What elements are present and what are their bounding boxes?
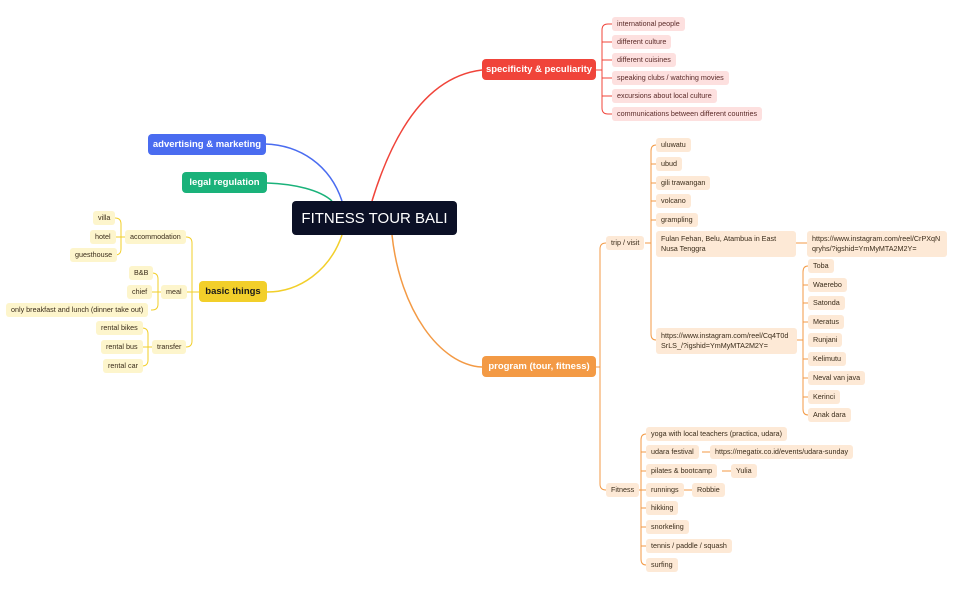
meal-item[interactable]: chief — [127, 285, 153, 299]
branch-basic — [266, 234, 343, 293]
destination-item[interactable]: Toba — [808, 259, 834, 273]
topic-advertising[interactable]: advertising & marketing — [148, 134, 266, 155]
basic-accommodation[interactable]: accommodation — [125, 230, 186, 244]
fitness-item[interactable]: pilates & bootcamp — [646, 464, 718, 478]
pilates-coach[interactable]: Yulia — [731, 464, 757, 478]
basic-meal[interactable]: meal — [161, 285, 187, 299]
destination-item[interactable]: Neval van java — [808, 371, 866, 385]
spec-item[interactable]: communications between different countri… — [612, 107, 763, 121]
fitness-item[interactable]: yoga with local teachers (practica, udar… — [646, 427, 788, 441]
trip-item[interactable]: ubud — [656, 157, 682, 171]
fitness-item[interactable]: udara festival — [646, 445, 699, 459]
trip-east-nusa[interactable]: Fulan Fehan, Belu, Atambua in East Nusa … — [656, 231, 796, 257]
meal-item[interactable]: only breakfast and lunch (dinner take ou… — [6, 303, 149, 317]
basic-transfer[interactable]: transfer — [152, 340, 187, 354]
destination-item[interactable]: Runjani — [808, 333, 843, 347]
destination-item[interactable]: Anak dara — [808, 408, 851, 422]
branch-legal — [266, 182, 333, 202]
trip-reel-link[interactable]: https://www.instagram.com/reel/Cq4T0dSrL… — [656, 328, 797, 354]
meal-item[interactable]: B&B — [129, 266, 154, 280]
branch-program — [391, 234, 483, 368]
runnings-coach[interactable]: Robbie — [692, 483, 725, 497]
fitness-item[interactable]: runnings — [646, 483, 684, 497]
trip-item[interactable]: grampling — [656, 213, 698, 227]
spec-item[interactable]: international people — [612, 17, 685, 31]
destination-item[interactable]: Waerebo — [808, 278, 847, 292]
east-nusa-link[interactable]: https://www.instagram.com/reel/CrPXqNqry… — [807, 231, 947, 257]
fitness-item[interactable]: snorkeling — [646, 520, 689, 534]
trip-item[interactable]: gili trawangan — [656, 176, 711, 190]
spec-item[interactable]: different culture — [612, 35, 672, 49]
destination-item[interactable]: Satonda — [808, 296, 845, 310]
branch-specificity — [371, 69, 483, 202]
trip-item[interactable]: uluwatu — [656, 138, 691, 152]
transfer-item[interactable]: rental car — [103, 359, 143, 373]
udara-festival-link[interactable]: https://megatix.co.id/events/udara-sunda… — [710, 445, 854, 459]
fitness-item[interactable]: tennis / paddle / squash — [646, 539, 732, 553]
accommodation-item[interactable]: hotel — [90, 230, 116, 244]
central-topic[interactable]: FITNESS TOUR BALI — [292, 201, 457, 235]
topic-program[interactable]: program (tour, fitness) — [482, 356, 596, 377]
topic-basic-things[interactable]: basic things — [199, 281, 267, 302]
fitness-item[interactable]: hikking — [646, 501, 679, 515]
destination-item[interactable]: Kerinci — [808, 390, 840, 404]
program-trip[interactable]: trip / visit — [606, 236, 645, 250]
topic-specificity[interactable]: specificity & peculiarity — [482, 59, 596, 80]
program-fitness[interactable]: Fitness — [606, 483, 640, 497]
fitness-item[interactable]: surfing — [646, 558, 678, 572]
spec-item[interactable]: excursions about local culture — [612, 89, 717, 103]
accommodation-item[interactable]: guesthouse — [70, 248, 118, 262]
trip-item[interactable]: volcano — [656, 194, 691, 208]
accommodation-item[interactable]: villa — [93, 211, 116, 225]
branch-advertising — [264, 143, 343, 202]
destination-item[interactable]: Kelimutu — [808, 352, 846, 366]
transfer-item[interactable]: rental bus — [101, 340, 143, 354]
spec-item[interactable]: speaking clubs / watching movies — [612, 71, 729, 85]
topic-legal[interactable]: legal regulation — [182, 172, 267, 193]
destination-item[interactable]: Meratus — [808, 315, 844, 329]
transfer-item[interactable]: rental bikes — [96, 321, 143, 335]
spec-item[interactable]: different cuisines — [612, 53, 676, 67]
